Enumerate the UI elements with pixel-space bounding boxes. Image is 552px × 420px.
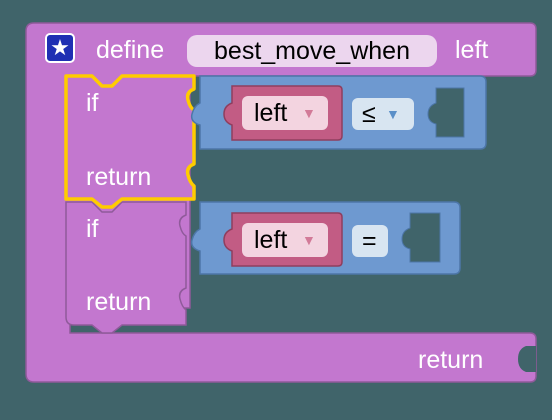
operator-dropdown-1[interactable]: ≤ ▼	[352, 98, 414, 130]
return-label-1: return	[86, 163, 152, 191]
if-label-1: if	[86, 89, 99, 117]
return-label-2: return	[86, 288, 152, 316]
dropdown-arrow-icon: ▼	[386, 106, 400, 122]
final-return-label: return	[418, 346, 484, 374]
if-label-2: if	[86, 215, 99, 243]
final-return-socket	[518, 346, 536, 372]
operator-field-2[interactable]: =	[352, 225, 388, 257]
if-return-block-1	[64, 74, 196, 209]
define-label: define	[96, 36, 165, 64]
variable-dropdown-1[interactable]: left ▼	[242, 96, 328, 130]
dropdown-arrow-icon: ▼	[302, 232, 316, 248]
param-label: left	[455, 36, 489, 64]
dropdown-arrow-icon: ▼	[302, 105, 316, 121]
variable-dropdown-2[interactable]: left ▼	[242, 223, 328, 257]
star-icon[interactable]: ★	[45, 33, 75, 63]
function-name-field[interactable]: best_move_when	[187, 35, 437, 67]
if-return-block-2	[65, 201, 187, 334]
